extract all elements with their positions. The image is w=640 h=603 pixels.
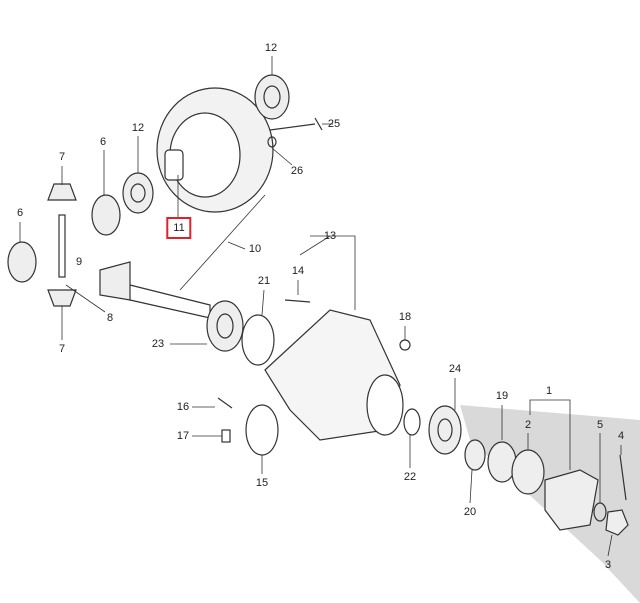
drive-pinion: [99, 261, 211, 319]
pin-16: [217, 397, 233, 409]
callout-6: 6: [16, 207, 24, 219]
bearing-24: [428, 405, 462, 455]
callout-21: 21: [257, 275, 271, 287]
callout-7: 7: [58, 151, 66, 163]
callout-17: 17: [176, 430, 190, 442]
shaft-9: [58, 214, 66, 278]
callout-3: 3: [604, 559, 612, 571]
seal-20: [464, 439, 486, 471]
callout-9: 9: [75, 256, 83, 268]
pin-4: [619, 454, 627, 501]
bearing-12-left: [122, 172, 154, 214]
bearing-23: [206, 300, 244, 352]
ring-gear: [156, 87, 274, 213]
callout-22: 22: [403, 471, 417, 483]
bolt-14: [284, 299, 311, 303]
callout-11-highlighted[interactable]: 11: [166, 217, 192, 239]
callout-16: 16: [176, 401, 190, 413]
nut-3: [605, 509, 629, 536]
callout-20: 20: [463, 506, 477, 518]
plug-18: [399, 339, 411, 351]
pinion-gear-7-bottom: [47, 289, 77, 307]
callout-4: 4: [617, 430, 625, 442]
callout-15: 15: [255, 477, 269, 489]
callout-19: 19: [495, 390, 509, 402]
pin-17: [221, 429, 231, 443]
callout-24: 24: [448, 363, 462, 375]
callout-2: 2: [524, 419, 532, 431]
callout-10: 10: [248, 243, 262, 255]
washer-26: [267, 136, 277, 148]
housing-13: [264, 309, 404, 441]
side-gear-6: [91, 194, 121, 236]
callout-12: 12: [264, 42, 278, 54]
callout-6: 6: [99, 136, 107, 148]
callout-12: 12: [131, 122, 145, 134]
callout-18: 18: [398, 311, 412, 323]
flange-1: [544, 469, 599, 531]
callout-23: 23: [151, 338, 165, 350]
callout-14: 14: [291, 265, 305, 277]
callout-13: 13: [323, 230, 337, 242]
oring-22: [403, 408, 421, 436]
bolt-25: [269, 117, 323, 131]
side-gear-6-left: [7, 241, 37, 283]
callout-7: 7: [58, 343, 66, 355]
callout-8: 8: [106, 312, 114, 324]
callout-5: 5: [596, 419, 604, 431]
pinion-gear-7-top: [47, 183, 77, 201]
callout-25: 25: [327, 118, 341, 130]
leader-lines: [19, 56, 622, 557]
oring-21: [241, 314, 275, 366]
lock-plate-15: [245, 404, 279, 456]
callout-1: 1: [545, 385, 553, 397]
ring-2: [511, 449, 545, 495]
bearing-12-top: [254, 74, 290, 120]
callout-26: 26: [290, 165, 304, 177]
